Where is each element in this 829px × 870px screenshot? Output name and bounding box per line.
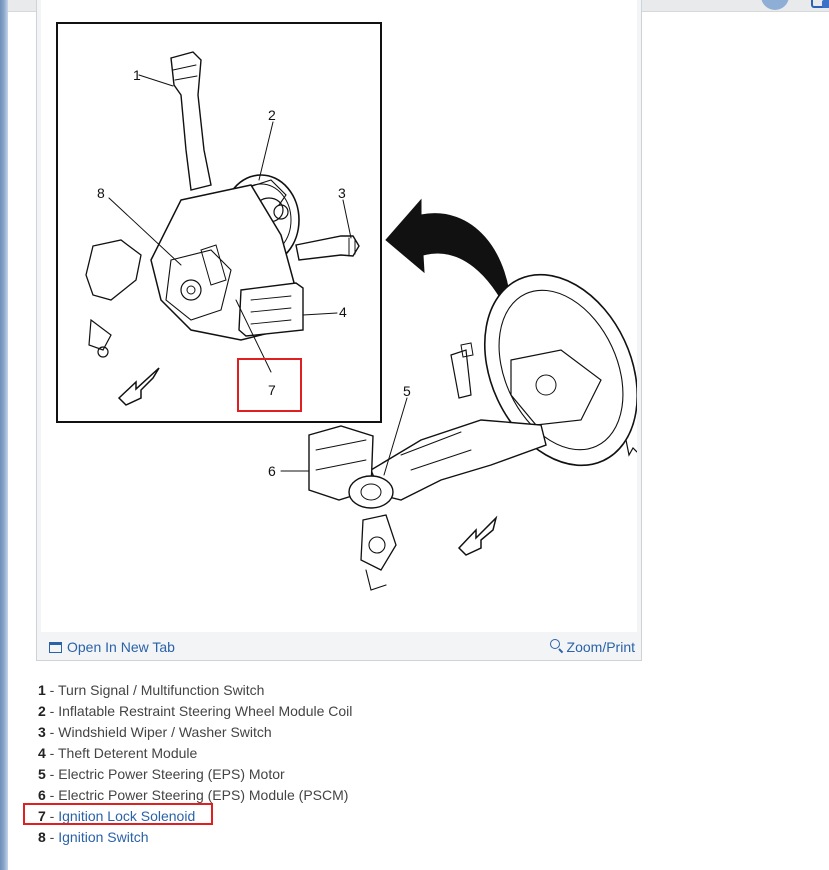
theft-module: [238, 282, 304, 337]
figure-toolbar: Open In New Tab Zoom/Print: [37, 632, 641, 660]
figure-container: 1 2 3 4 5 6 7 8: [36, 0, 642, 661]
notification-icon[interactable]: [822, 0, 829, 8]
open-new-tab-label: Open In New Tab: [67, 639, 175, 655]
callout-2: 2: [268, 107, 276, 123]
magnifier-icon: [549, 639, 562, 651]
legend-item: 2 - Inflatable Restraint Steering Wheel …: [38, 703, 353, 719]
zoom-print-label: Zoom/Print: [566, 639, 635, 655]
legend-item-ignition-lock-solenoid: 7 - Ignition Lock Solenoid: [38, 808, 196, 824]
callout-5: 5: [403, 383, 411, 399]
legend-item-label: Windshield Wiper / Washer Switch: [58, 724, 272, 740]
open-tab-icon: [49, 641, 62, 653]
steering-wheel: [483, 273, 637, 467]
callout-4: 4: [339, 304, 347, 320]
direction-arrow: [457, 515, 498, 556]
legend-item-label: Inflatable Restraint Steering Wheel Modu…: [58, 703, 353, 719]
eps-motor: [348, 475, 394, 509]
wiper-lever: [295, 235, 360, 261]
callout-3: 3: [338, 185, 346, 201]
open-new-tab-link[interactable]: Open In New Tab: [49, 639, 175, 655]
legend-item: 4 - Theft Deterent Module: [38, 745, 198, 761]
turn-signal-lever: [170, 51, 212, 191]
legend-highlight-box: [23, 803, 213, 825]
legend-item-ignition-switch: 8 - Ignition Switch: [38, 829, 149, 845]
legend-item: 5 - Electric Power Steering (EPS) Motor: [38, 766, 285, 782]
steering-column-diagram: 1 2 3 4 5 6 7 8: [41, 0, 637, 632]
ignition-lock-solenoid-link[interactable]: Ignition Lock Solenoid: [58, 808, 196, 824]
curved-arrow: [385, 198, 512, 319]
avatar[interactable]: [761, 0, 789, 10]
legend-item-label: Theft Deterent Module: [58, 745, 198, 761]
cursor-hand: [625, 439, 637, 457]
legend-item-label: Electric Power Steering (EPS) Module (PS…: [58, 787, 349, 803]
direction-arrow-inset: [117, 367, 160, 406]
extension-icon[interactable]: [811, 0, 829, 8]
callout-7: 7: [268, 382, 276, 398]
ignition-switch-link[interactable]: Ignition Switch: [58, 829, 149, 845]
callout-1: 1: [133, 67, 141, 83]
callout-8: 8: [97, 185, 105, 201]
legend-item-label: Electric Power Steering (EPS) Motor: [58, 766, 285, 782]
legend-item: 6 - Electric Power Steering (EPS) Module…: [38, 787, 349, 803]
inset-frame: [56, 22, 382, 423]
component-legend: 1 - Turn Signal / Multifunction Switch 2…: [38, 680, 352, 848]
callout-7-highlight: [237, 358, 302, 412]
diagram-svg: 1 2 3 4 5 6 7 8: [56, 22, 637, 591]
legend-item: 1 - Turn Signal / Multifunction Switch: [38, 682, 265, 698]
legend-item-label: Turn Signal / Multifunction Switch: [58, 682, 265, 698]
callout-6: 6: [268, 463, 276, 479]
zoom-print-link[interactable]: Zoom/Print: [549, 639, 635, 655]
legend-item: 3 - Windshield Wiper / Washer Switch: [38, 724, 272, 740]
window-edge: [0, 0, 8, 870]
